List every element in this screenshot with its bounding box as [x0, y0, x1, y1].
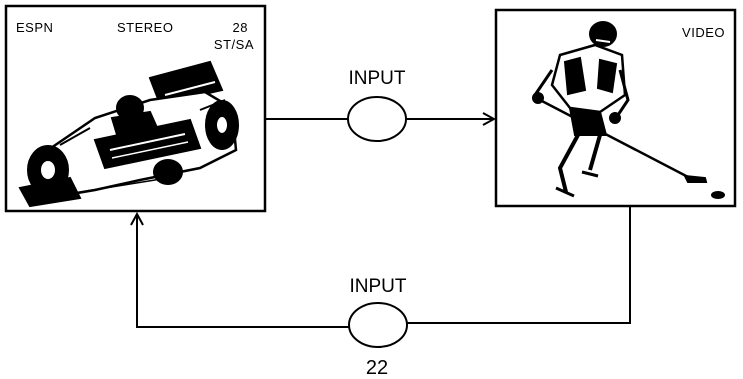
right-screen-to-bottom-input-line — [407, 206, 631, 324]
bottom-input-button: INPUT — [348, 276, 408, 348]
left-tv-screen: ESPN STEREO 28 ST/SA — [4, 4, 267, 213]
right-screen-frame — [494, 8, 737, 208]
right-tv-screen: VIDEO — [494, 8, 737, 208]
page-number: 22 — [366, 357, 388, 379]
video-source-label: VIDEO — [682, 25, 725, 40]
top-input-button: INPUT — [347, 68, 407, 142]
audio-tag-label: ST/SA — [214, 37, 254, 52]
bottom-input-circle — [348, 302, 408, 348]
channel-name-label: ESPN — [16, 20, 53, 35]
audio-mode-label: STEREO — [117, 20, 173, 35]
race-car-illustration — [18, 60, 239, 208]
top-input-label: INPUT — [349, 68, 406, 89]
bottom-input-label: INPUT — [350, 276, 407, 297]
channel-number-label: 28 — [233, 20, 248, 35]
signal-flow-connectors — [137, 119, 631, 328]
bottom-input-to-left-screen-arrow — [137, 214, 349, 328]
hockey-player-illustration — [532, 21, 725, 199]
top-input-circle — [347, 96, 407, 142]
